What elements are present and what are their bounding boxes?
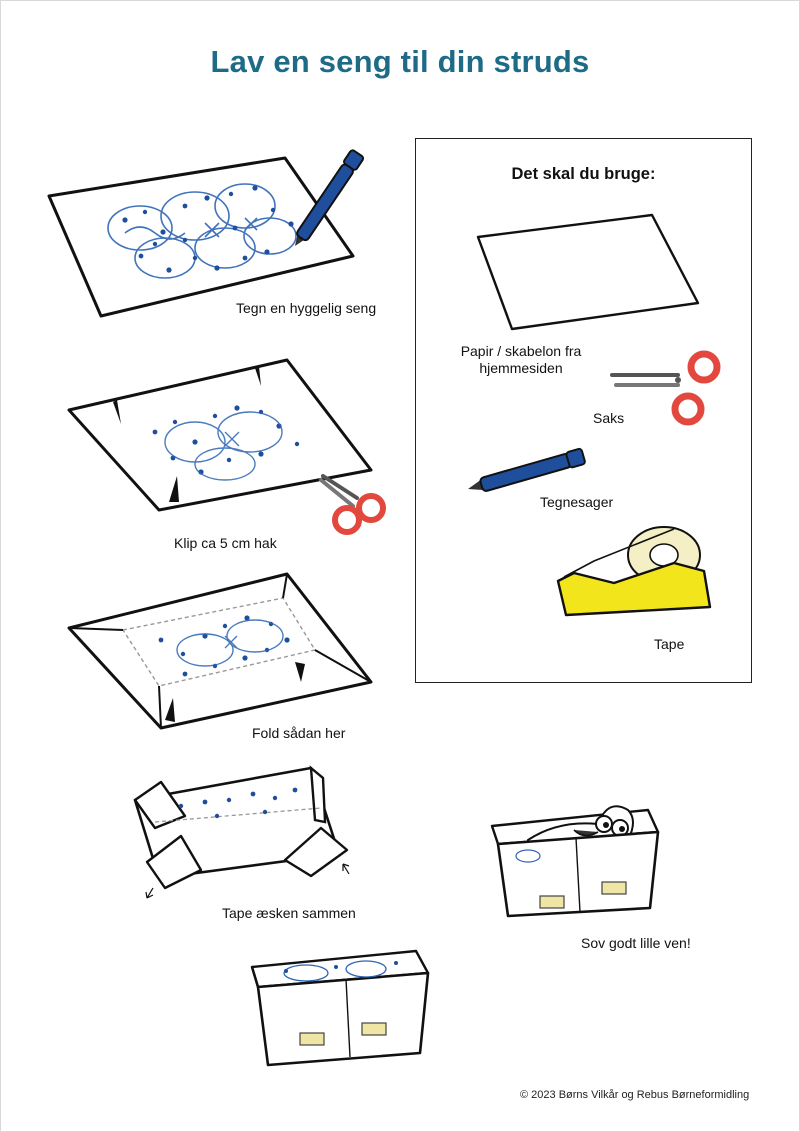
- paper-icon: [476, 213, 700, 331]
- copyright-notice: © 2023 Børns Vilkår og Rebus Børneformid…: [520, 1089, 750, 1101]
- pen-icon: [468, 447, 586, 492]
- step2-cutting-illustration: [67, 358, 386, 535]
- step3-folding-illustration: [67, 572, 373, 730]
- supplies-box: Det skal du bruge: Papir / skabelon fra …: [415, 138, 752, 683]
- step1-label: Tegn en hyggelig seng: [236, 300, 377, 316]
- step4-label: Tape æsken sammen: [222, 905, 356, 921]
- finished-box-illustration: [250, 949, 430, 1067]
- ostrich-in-bed-illustration: [490, 805, 660, 918]
- supply-scissors-label: Saks: [593, 410, 625, 426]
- supply-pen-label: Tegnesager: [540, 494, 614, 510]
- scissors-icon: [610, 350, 721, 426]
- supplies-heading: Det skal du bruge:: [511, 165, 656, 183]
- step4-assembling-illustration: [133, 765, 350, 899]
- page-title: Lav en seng til din struds: [210, 44, 590, 79]
- supply-paper-label: Papir / skabelon fra hjemmesiden: [460, 343, 582, 376]
- step5-label: Sov godt lille ven!: [581, 935, 691, 951]
- tape-dispenser-icon: [556, 526, 712, 617]
- step2-label: Klip ca 5 cm hak: [174, 535, 277, 551]
- supply-tape-label: Tape: [654, 636, 685, 652]
- step3-label: Fold sådan her: [252, 725, 346, 741]
- step1-drawing-illustration: [47, 149, 365, 318]
